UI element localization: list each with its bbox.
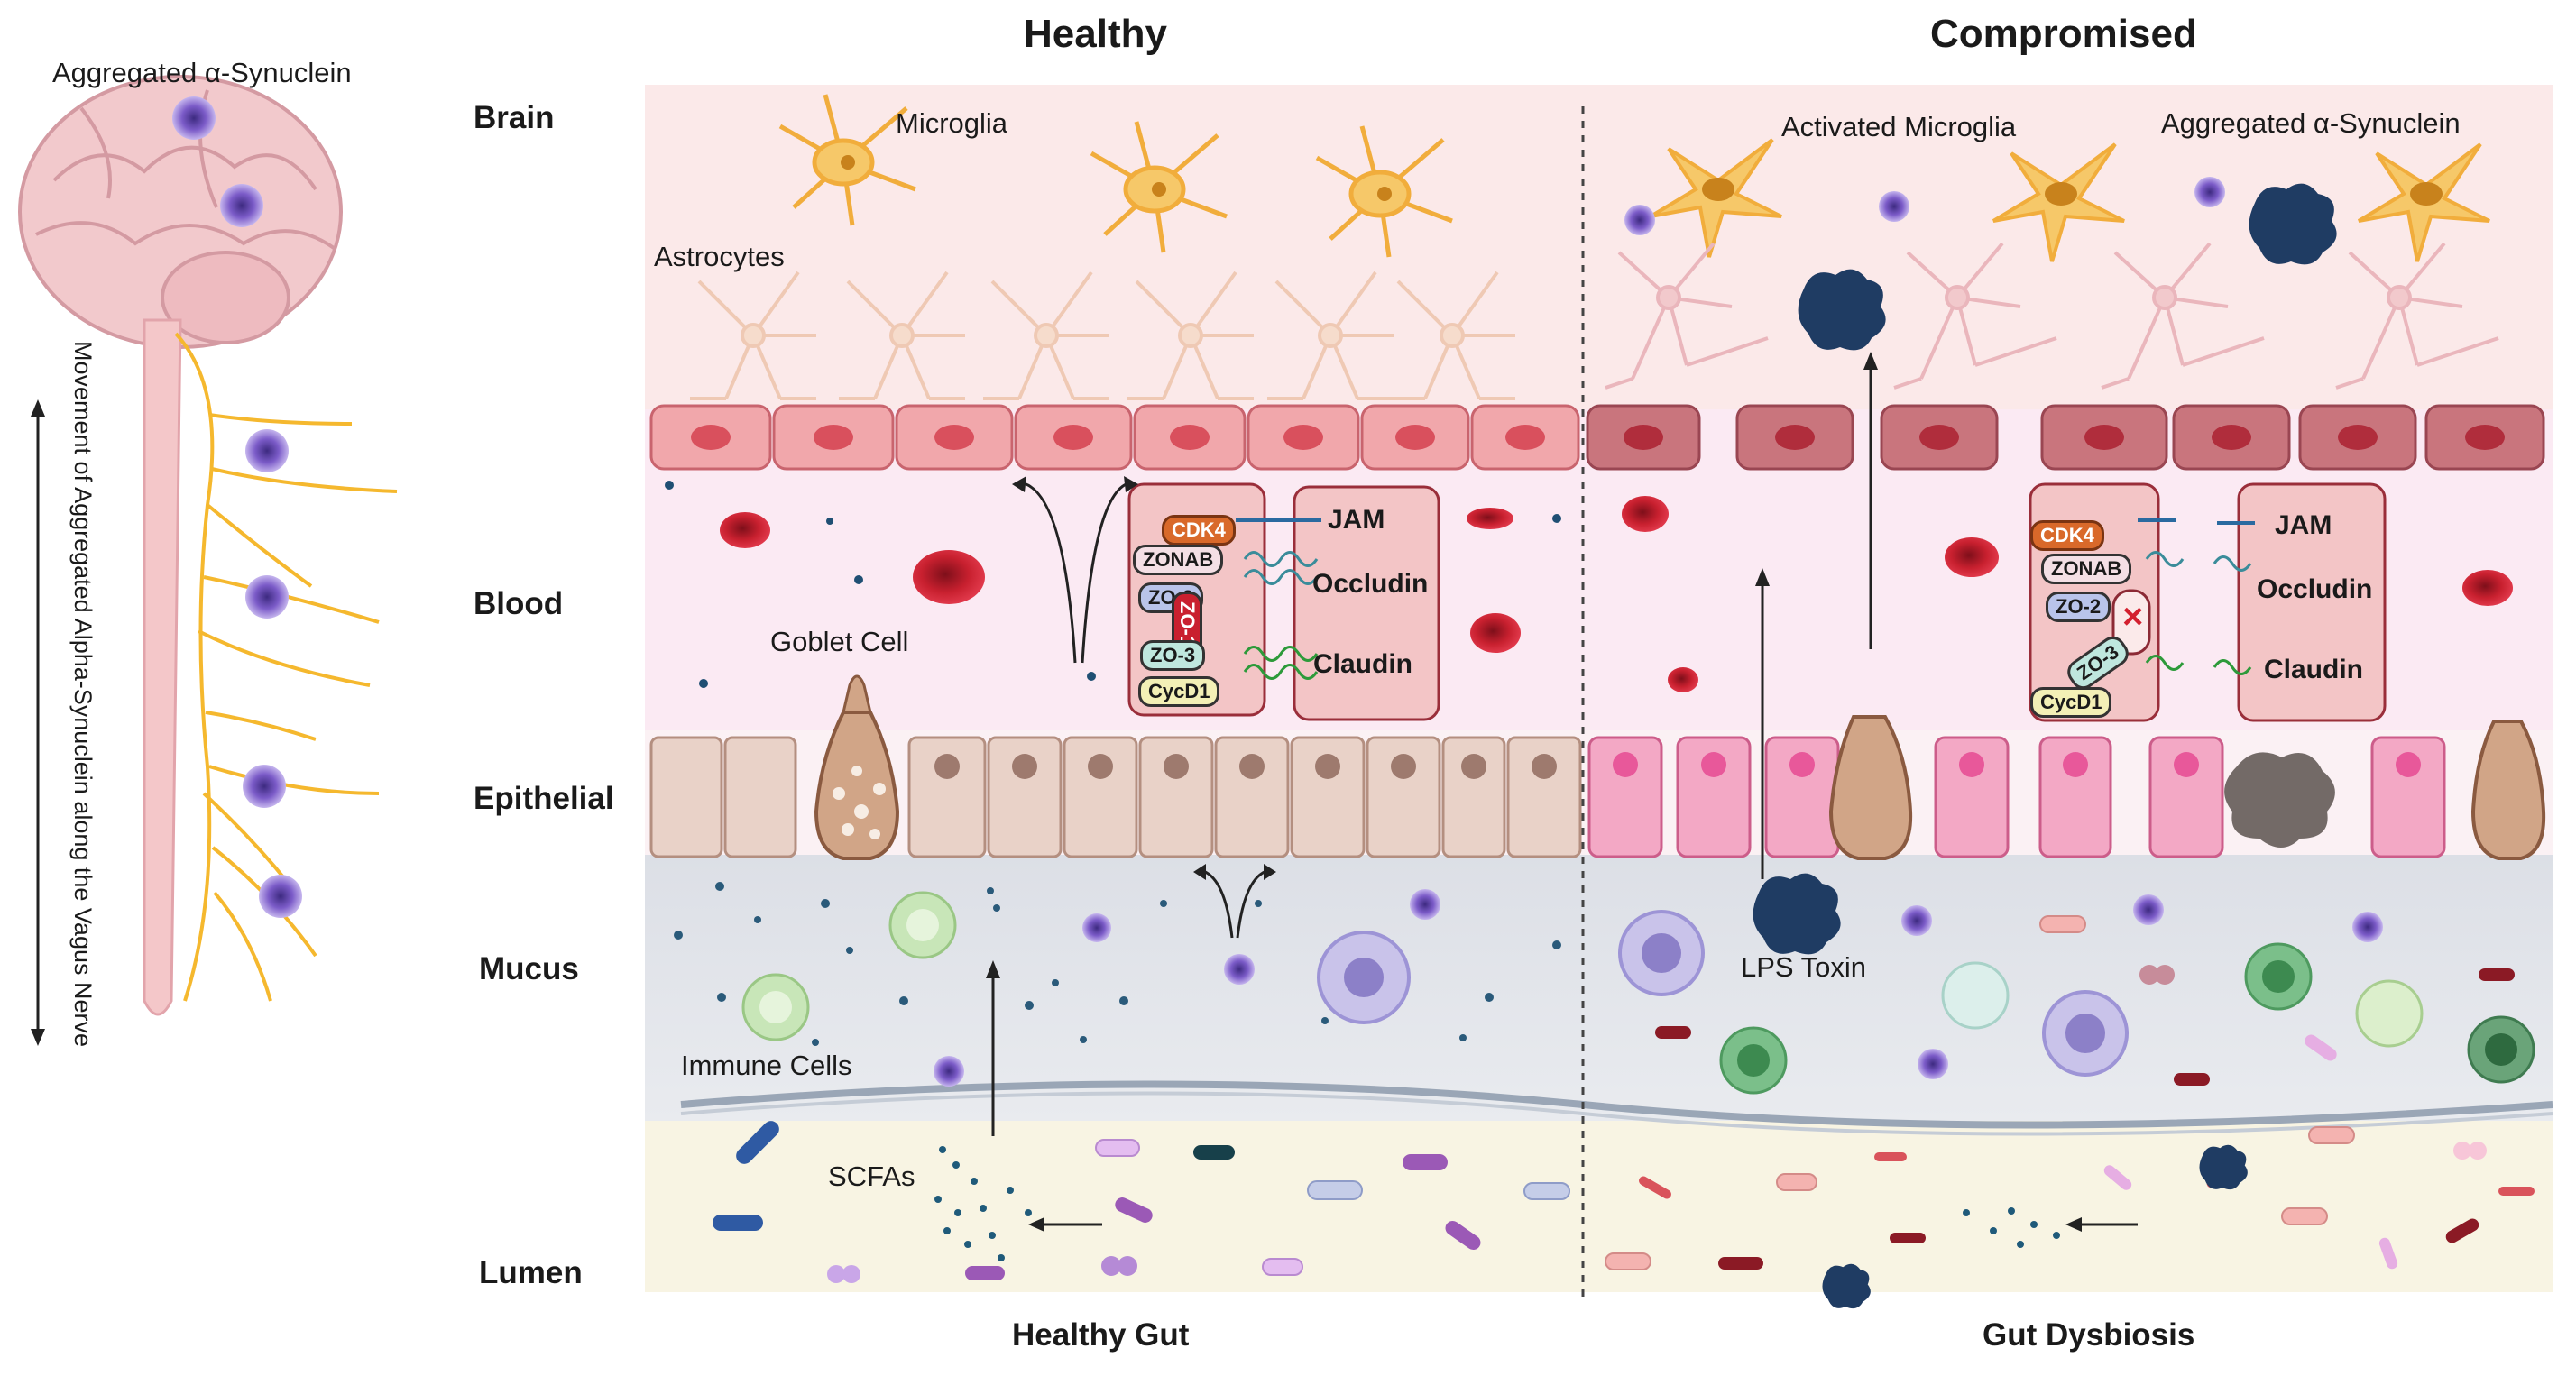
brain-layer <box>645 85 2553 409</box>
lps-aggregate-mucus <box>1753 873 1841 955</box>
title-healthy: Healthy <box>1024 12 1167 56</box>
healthy-astrocytes <box>690 271 1515 400</box>
row-label-brain: Brain <box>474 100 555 135</box>
goblet-cells-compromised <box>1828 715 2546 860</box>
label-goblet-cell: Goblet Cell <box>770 626 909 657</box>
epithelium-compromised <box>1587 736 2446 858</box>
row-label-mucus: Mucus <box>479 951 579 986</box>
tag-zonab-healthy: ZONAB <box>1133 545 1224 575</box>
bottom-label-gut-dysbiosis: Gut Dysbiosis <box>1983 1317 2195 1353</box>
broken-zo1-mark: × <box>2122 597 2144 637</box>
tag-cycd1-healthy: CycD1 <box>1138 676 1220 707</box>
title-compromised: Compromised <box>1930 12 2197 56</box>
tag-cdk4-healthy: CDK4 <box>1162 515 1236 546</box>
bbb-healthy <box>649 404 1580 471</box>
brain-illustration <box>18 75 343 1016</box>
brain-synuclein-particles <box>172 96 302 918</box>
label-immune-cells: Immune Cells <box>681 1050 852 1081</box>
tag-zo2-compromised: ZO-2 <box>2046 592 2111 622</box>
dying-cell-debris <box>2224 752 2335 848</box>
red-blood-cells <box>720 496 2513 692</box>
label-aggregated-synuclein: Aggregated α-Synuclein <box>2161 107 2461 139</box>
tag-zo3-healthy: ZO-3 <box>1140 640 1206 671</box>
label-jam-compromised: JAM <box>2275 510 2332 540</box>
vagus-nerve <box>174 332 398 1002</box>
row-label-lumen: Lumen <box>479 1255 583 1290</box>
label-claudin-healthy: Claudin <box>1313 649 1412 679</box>
blood-particles <box>665 481 1561 688</box>
scfa-particles <box>934 1146 2060 1261</box>
tag-cdk4-compromised: CDK4 <box>2030 520 2104 551</box>
brain-synuclein-compromised <box>1624 177 2225 235</box>
bottom-label-healthy-gut: Healthy Gut <box>1012 1317 1190 1353</box>
brain-aggregates <box>1798 183 2337 351</box>
flow-arrows <box>986 352 2138 1232</box>
label-microglia: Microglia <box>896 107 1008 139</box>
label-claudin-compromised: Claudin <box>2264 655 2363 684</box>
vagus-axis-arrow <box>31 399 45 1046</box>
lumen-bacteria-healthy <box>713 1121 1570 1283</box>
lumen-layer <box>645 1121 2553 1292</box>
label-astrocytes: Astrocytes <box>654 241 785 272</box>
mucus-particles <box>674 882 1561 1046</box>
epithelium-healthy-nuclei <box>934 754 1557 779</box>
row-label-blood: Blood <box>474 586 564 621</box>
lumen-bacteria-dysbiosis <box>1605 1126 2535 1309</box>
row-label-epithelial: Epithelial <box>474 781 614 816</box>
epithelium-compromised-nuclei <box>1613 752 2421 777</box>
mucus-synuclein <box>934 889 2383 1087</box>
tag-zonab-compromised: ZONAB <box>2041 554 2132 584</box>
bbb-compromised <box>1586 404 2545 471</box>
goblet-cell-healthy <box>814 674 900 860</box>
label-lps-toxin: LPS Toxin <box>1741 951 1867 983</box>
label-activated-microglia: Activated Microglia <box>1781 111 2017 142</box>
label-occludin-compromised: Occludin <box>2257 574 2373 604</box>
compromised-astrocytes <box>1605 242 2499 390</box>
label-jam-healthy: JAM <box>1328 505 1385 535</box>
healthy-microglia <box>778 94 1453 258</box>
activated-microglia <box>1649 138 2490 262</box>
label-occludin-healthy: Occludin <box>1312 569 1429 599</box>
label-scfas: SCFAs <box>828 1160 915 1192</box>
vagus-axis-label: Movement of Aggregated Alpha-Synuclein a… <box>69 341 97 1047</box>
immune-cells <box>741 891 2535 1095</box>
brain-title: Aggregated α-Synuclein <box>52 57 352 88</box>
mucus-pathogens <box>1655 915 2515 1086</box>
epithelium-healthy <box>649 736 1582 858</box>
tag-cycd1-compromised: CycD1 <box>2030 687 2112 718</box>
